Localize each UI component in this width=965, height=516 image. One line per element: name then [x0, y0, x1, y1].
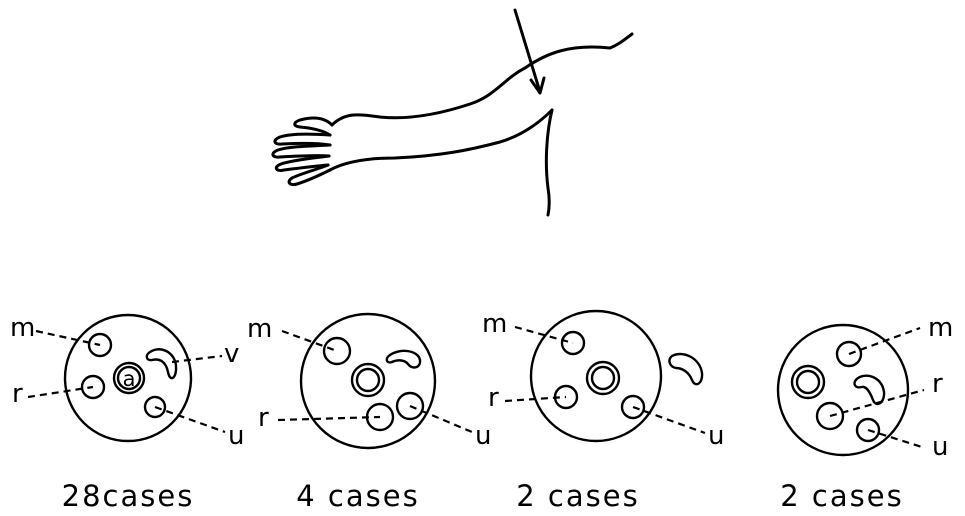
cross-section-panel-2: m r u 4 cases	[247, 314, 491, 513]
arrow-indicator	[515, 10, 544, 93]
label-r: r	[932, 369, 943, 399]
cross-section-panel-3: m r u 2 cases	[482, 309, 724, 513]
label-u: u	[475, 421, 491, 451]
arm-illustration	[273, 34, 632, 215]
panel-4-caption: 2 cases	[780, 479, 903, 513]
panel-2-caption: 4 cases	[296, 479, 419, 513]
label-a: a	[123, 367, 136, 391]
label-m: m	[10, 313, 35, 343]
panel-1-caption: 28cases	[62, 479, 195, 513]
label-m: m	[482, 309, 507, 339]
label-m: m	[928, 313, 953, 343]
cross-section-panel-4: m r u 2 cases	[778, 313, 953, 513]
cross-section-panel-1: a m r v u 28cases	[10, 313, 244, 513]
label-r: r	[258, 403, 269, 433]
label-r: r	[488, 383, 499, 413]
label-u: u	[932, 432, 948, 462]
label-u: u	[228, 421, 244, 451]
label-u: u	[708, 421, 724, 451]
label-r: r	[12, 379, 23, 409]
label-v: v	[224, 339, 239, 369]
panel-3-caption: 2 cases	[516, 479, 639, 513]
label-m: m	[247, 314, 272, 344]
